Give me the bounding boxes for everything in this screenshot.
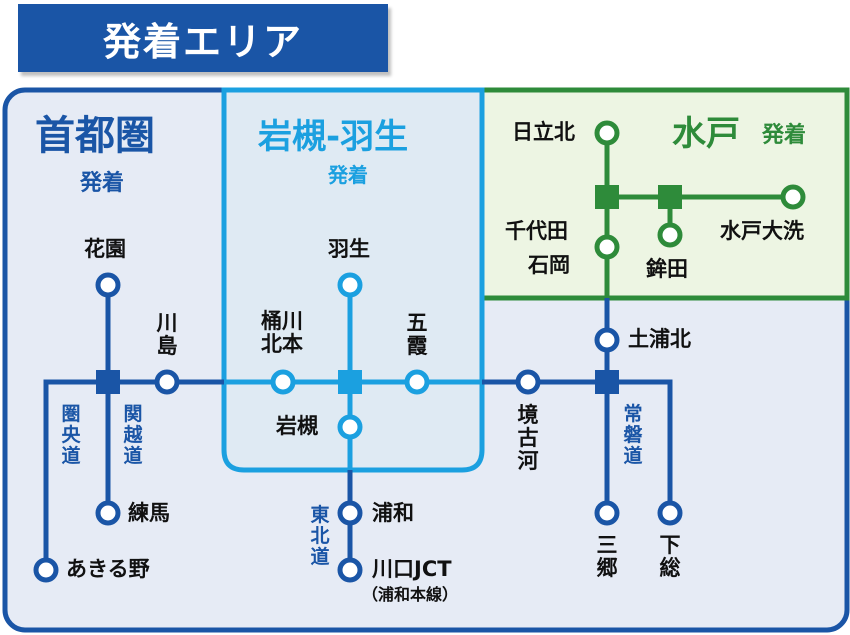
station-label-nerima: 練馬: [128, 501, 170, 525]
route-label-kanetsu: 関越道: [123, 403, 143, 467]
area-sub-shutoken: 発着: [80, 171, 125, 196]
station-marker: [337, 272, 363, 298]
station-marker: [404, 369, 430, 395]
station-note-kawaguchi: （浦和本線）: [362, 585, 459, 604]
page-title: 発着エリア: [102, 19, 303, 64]
station-label-kaen: 花園: [84, 237, 126, 261]
station-label-okegawa: 桶川北本: [261, 309, 303, 357]
title-banner: 発着エリア: [18, 4, 388, 72]
area-title-iwatsuki: 岩槻-羽生: [258, 117, 409, 157]
junction-square: [595, 185, 619, 209]
station-label-tsuchiura: 土浦北: [628, 327, 691, 351]
station-marker: [270, 369, 296, 395]
station-marker: [594, 500, 620, 526]
station-label-kawaguchi: 川口JCT: [372, 557, 452, 581]
junction-square: [96, 370, 120, 394]
junction-square: [595, 370, 619, 394]
station-marker: [337, 557, 363, 583]
station-marker: [780, 184, 806, 210]
junction-square: [658, 185, 682, 209]
station-label-shimofusa: 下総: [659, 533, 681, 581]
station-marker: [337, 414, 363, 440]
station-marker: [154, 369, 180, 395]
station-marker: [594, 234, 620, 260]
station-label-iwatsuki: 岩槻: [276, 414, 318, 438]
station-label-hitachi: 日立北: [512, 120, 575, 144]
station-label-ishioka: 石岡: [528, 253, 570, 277]
station-marker: [337, 500, 363, 526]
station-label-chiyoda: 千代田: [505, 219, 568, 243]
station-label-kawajima: 川島: [156, 311, 178, 359]
route-label-kenodo: 圏央道: [61, 403, 81, 467]
station-label-urawa: 浦和: [372, 501, 414, 525]
junction-square: [338, 370, 362, 394]
station-label-hanyu: 羽生: [328, 237, 370, 261]
station-marker: [95, 272, 121, 298]
station-label-hokota: 鉾田: [646, 257, 688, 281]
station-label-akiruno: あきる野: [66, 557, 150, 581]
area-sub-iwatsuki: 発着: [328, 163, 368, 187]
station-label-mitooarai: 水戸大洗: [720, 219, 804, 243]
station-marker: [594, 327, 620, 353]
station-label-sakaikoga: 境古河: [517, 403, 539, 474]
station-label-goka: 五霞: [406, 311, 428, 359]
area-title-shutoken: 首都圏: [35, 113, 155, 159]
station-marker: [33, 557, 59, 583]
station-marker: [594, 120, 620, 146]
station-marker: [95, 500, 121, 526]
joban-branch: [607, 379, 673, 513]
station-marker: [657, 500, 683, 526]
route-label-tohoku: 東北道: [310, 504, 330, 568]
station-label-misato: 三郷: [596, 533, 618, 581]
station-marker: [657, 222, 683, 248]
area-sub-mito: 発着: [762, 123, 807, 148]
station-marker: [515, 369, 541, 395]
area-title-mito: 水戸: [672, 114, 740, 154]
route-label-joban: 常磐道: [623, 403, 643, 467]
